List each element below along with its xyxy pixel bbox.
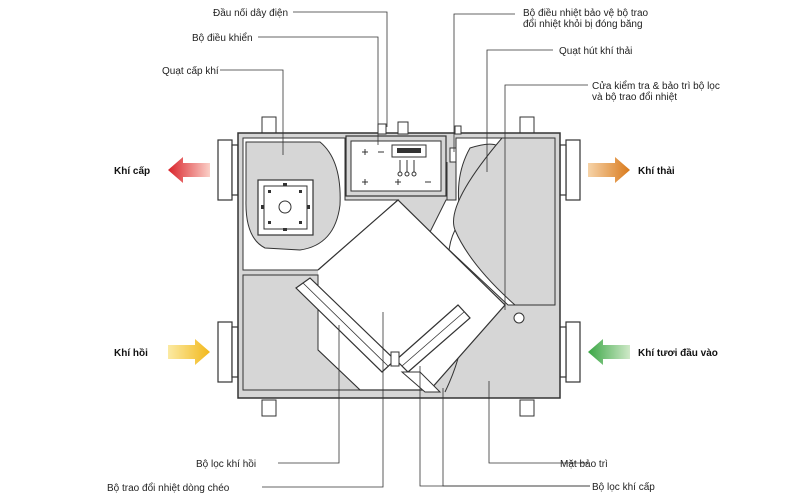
wire-connector [377,121,462,135]
label-exhaust-fan: Quạt hút khí thải [559,46,632,57]
unit-body [217,116,581,417]
label-return-air: Khí hồi [114,347,148,359]
label-service-panel: Mặt bảo trì [560,459,608,470]
label-supply-air: Khí cấp [114,165,150,177]
mounting-bracket [261,116,535,417]
label-fresh-air: Khí tươi đầu vào [638,347,718,359]
label-frost-thermostat-line1: Bộ điều nhiệt bảo vệ bộ trao [523,7,649,19]
leader-lines [220,11,590,488]
supply-fan-hub [278,200,292,214]
return-air-arrow [168,339,210,365]
supply-air-arrow [168,157,210,183]
label-inspection-door-line2: và bộ trao đổi nhiệt [592,91,677,103]
exhaust-air-arrow [588,157,630,183]
duct-collar-left [217,139,239,383]
label-controller: Bộ điều khiển [192,32,253,44]
label-inspection-door-line1: Cửa kiểm tra & bảo trì bộ lọc [592,80,720,92]
label-supply-fan: Quạt cấp khí [162,65,219,77]
label-exhaust-air: Khí thải [638,166,675,177]
label-wire-connector: Đầu nối dây điện [213,7,288,19]
label-heat-exchanger: Bộ trao đổi nhiệt dòng chéo [107,482,230,494]
fresh-air-arrow [588,339,630,365]
duct-collar-right [559,139,581,383]
label-return-filter: Bộ lọc khí hồi [196,458,256,470]
inspection-panel-screw [513,312,525,324]
label-frost-thermostat-line2: đổi nhiệt khỏi bị đóng băng [523,18,643,30]
label-supply-filter: Bộ lọc khí cấp [592,481,655,493]
